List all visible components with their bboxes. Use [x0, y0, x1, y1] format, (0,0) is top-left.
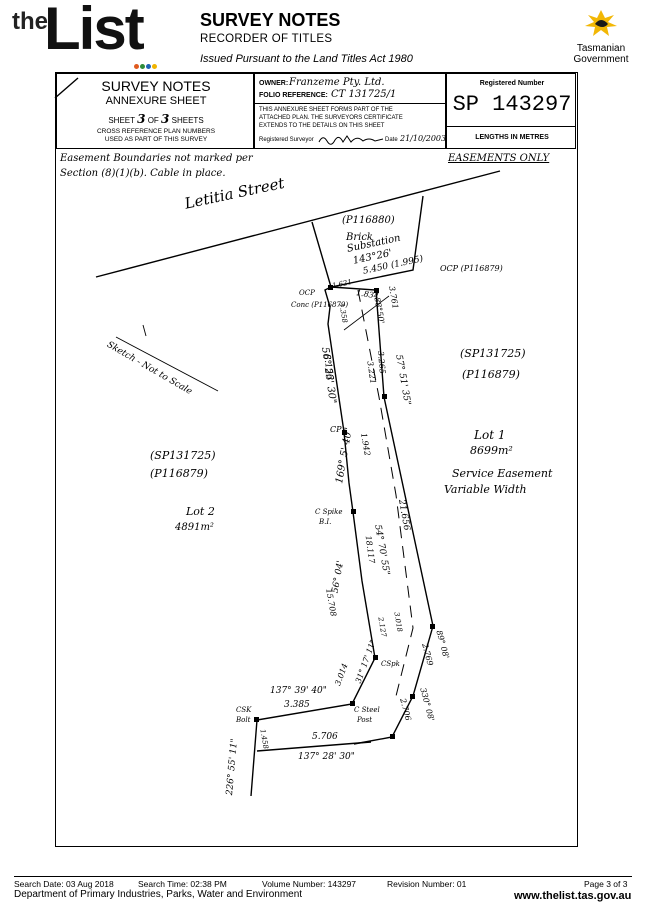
survey-sheet: SURVEY NOTES ANNEXURE SHEET SHEET 3 OF 3… [55, 72, 578, 847]
logo-dot-orange [134, 64, 139, 69]
street-line [95, 170, 501, 278]
csk-1: CSK [236, 706, 252, 714]
owner-value: Franzeme Pty. Ltd. [289, 77, 385, 88]
substation-ref: (P116880) [342, 215, 395, 226]
lengths-label: LENGTHS IN METRES [475, 134, 549, 141]
logo-the: the [12, 8, 48, 35]
sheet-count: SHEET 3 OF 3 SHEETS [57, 112, 255, 126]
cross-ref-label: CROSS REFERENCE PLAN NUMBERS [96, 128, 216, 135]
ref-left-1: (SP131725) [150, 449, 216, 462]
sheet-of: OF [147, 116, 159, 125]
dist-3385: 3.385 [284, 700, 310, 710]
sheet-prefix: SHEET [108, 116, 135, 125]
cross-ref-label2: USED AS PART OF THIS SURVEY [104, 136, 208, 143]
form-title: SURVEY NOTES [101, 78, 211, 94]
dist-3265: 3.265 [375, 350, 387, 375]
volume-number: Volume Number: 143297 [262, 879, 357, 889]
ocp-left-2: Conc (P116879) [291, 301, 349, 309]
reg-number: SP 143297 [452, 92, 572, 117]
thelist-url[interactable]: www.thelist.tas.gov.au [514, 890, 632, 902]
thelist-logo: the List [12, 0, 162, 69]
annex-text-2: ATTACHED PLAN. THE SURVEYORS CERTIFICATE [259, 115, 403, 121]
lot2-label: Lot 2 [186, 505, 215, 518]
ocp-left-1: OCP [299, 289, 315, 297]
cable-centreline [357, 289, 414, 701]
corner-mark [54, 77, 79, 99]
substation-label-1: Brick [346, 232, 373, 243]
page-number: Page 3 of 3 [584, 879, 628, 889]
gov-name-line1: Tasmanian [576, 43, 626, 54]
cspk-label: CSpk [381, 660, 400, 668]
note-line-2: Section (8)(1)(b). Cable in place. [60, 168, 226, 179]
owner-block: OWNER: Franzeme Pty. Ltd. FOLIO REFERENC… [254, 73, 446, 149]
easements-only-label: EASEMENTS ONLY [448, 153, 550, 164]
lot1-label: Lot 1 [474, 428, 506, 442]
issued-statement: Issued Pursuant to the Land Titles Act 1… [200, 53, 413, 65]
date-label: Date [385, 137, 398, 143]
surveyor-signature [318, 135, 384, 145]
logo-dot-blue [146, 64, 151, 69]
service-easement-1: Service Easement [452, 467, 553, 480]
sheet-no: 3 [137, 112, 146, 126]
logo-list: List [44, 0, 145, 62]
lot-boundary [250, 286, 376, 797]
service-easement-2: Variable Width [444, 483, 527, 496]
bearing-13728: 137° 28' 30" [298, 752, 355, 762]
search-date: Search Date: 03 Aug 2018 [14, 879, 114, 889]
ref-right-2: (P116879) [462, 368, 520, 381]
date-value: 21/10/2003 [400, 134, 447, 143]
form-subtitle: ANNEXURE SHEET [105, 95, 207, 107]
dist-5706: 5.706 [312, 732, 338, 742]
lot2-area: 4891m² [175, 522, 214, 533]
bearing-13739: 137° 39' 40" [270, 686, 327, 696]
gov-name-line2: Government [573, 54, 629, 65]
ref-left-2: (P116879) [150, 467, 208, 480]
owner-label: OWNER: [259, 80, 289, 87]
page-title: SURVEY NOTES [200, 10, 341, 30]
ref-right-1: (SP131725) [460, 347, 526, 360]
folio-label: FOLIO REFERENCE: [259, 92, 328, 99]
spike-2: B.I. [319, 518, 332, 526]
annex-text-3: EXTENDS TO THE DETAILS ON THIS SHEET [259, 123, 385, 129]
bottom-dimension [256, 741, 372, 752]
title-block: SURVEY NOTES ANNEXURE SHEET SHEET 3 OF 3… [56, 73, 254, 149]
folio-value: CT 131725/1 [331, 89, 397, 100]
sheet-suffix: SHEETS [171, 116, 204, 125]
note-line-1: Easement Boundaries not marked per [60, 153, 253, 164]
footer-divider [14, 876, 632, 877]
logo-dots [134, 56, 158, 74]
reg-number-label: Registered Number [479, 80, 545, 87]
ocp-right: OCP (P116879) [440, 264, 503, 273]
search-time: Search Time: 02:38 PM [138, 879, 227, 889]
lot1-area: 8699m² [470, 444, 513, 457]
spike-1: C Spike [315, 508, 343, 516]
steel-post-1: C Steel [354, 706, 380, 714]
department-name: Department of Primary Industries, Parks,… [14, 889, 303, 900]
sheet-total: 3 [161, 112, 170, 126]
reg-number-block: Registered Number SP 143297 LENGTHS IN M… [446, 73, 576, 149]
substation-outline [311, 195, 424, 288]
annex-text-1: THIS ANNEXURE SHEET FORMS PART OF THE [259, 107, 393, 113]
tasmania-emblem-icon [585, 10, 617, 36]
reg-surveyor-label: Registered Surveyor [259, 137, 314, 143]
steel-post-2: Post [357, 716, 373, 724]
page-subtitle: RECORDER OF TITLES [200, 33, 333, 45]
tasmanian-government-logo: Tasmanian Government [566, 6, 636, 66]
cp-label: CP [330, 425, 342, 434]
csk-2: Bolt [236, 716, 251, 724]
logo-dot-green [140, 64, 145, 69]
revision-number: Revision Number: 01 [387, 879, 467, 889]
logo-dot-yellow [152, 64, 157, 69]
